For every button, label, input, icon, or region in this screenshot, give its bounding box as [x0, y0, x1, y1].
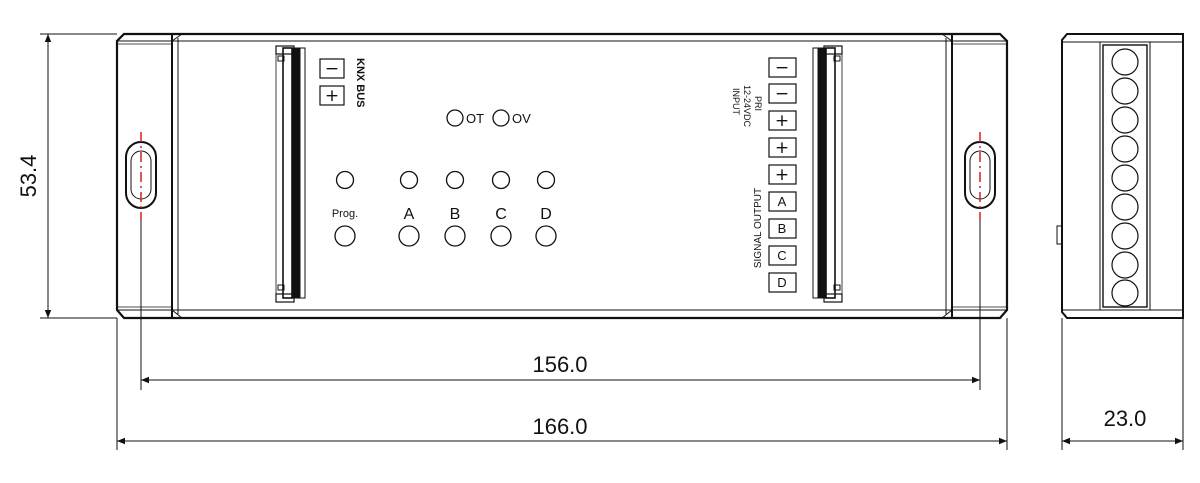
- knx-bus-label: KNX BUS: [354, 58, 366, 108]
- output-terminal-c-label: C: [777, 248, 786, 263]
- led-channel-a: [399, 170, 419, 190]
- input-label: INPUT: [731, 88, 741, 116]
- input-terminal-5-label: +: [775, 165, 789, 185]
- prog-button: [334, 225, 356, 247]
- knx-terminal-plus-label: +: [325, 86, 339, 106]
- inner-length-dimension-value: 156.0: [532, 352, 587, 377]
- channel-b-label: B: [450, 206, 461, 223]
- input-voltage-label: 12-24VDC: [742, 85, 752, 128]
- terminal-cover-left: [275, 45, 306, 303]
- housing-outline: [115, 32, 1009, 320]
- input-terminal-3-label: +: [775, 111, 789, 131]
- output-terminal-b-label: B: [778, 221, 787, 236]
- side-view-outline: [1061, 33, 1184, 319]
- input-terminal-2-label: −: [775, 84, 789, 104]
- button-channel-b: [444, 225, 466, 247]
- height-dimension-value: 53.4: [16, 155, 41, 198]
- ov-label: OV: [512, 111, 531, 126]
- side-view: [1056, 33, 1184, 319]
- led-prog: [335, 170, 355, 190]
- led-channel-c: [491, 170, 511, 190]
- knx-terminal-box-minus: [319, 58, 345, 79]
- input-terminal-1-label: −: [775, 58, 789, 78]
- button-channel-c: [490, 225, 512, 247]
- input-terminal-4-label: +: [775, 138, 789, 158]
- channel-d-label: D: [540, 206, 552, 223]
- channel-c-label: C: [495, 206, 507, 223]
- knx-terminal-minus-label: −: [325, 59, 339, 79]
- input-terminal-box-4: [768, 137, 797, 158]
- side-terminal-screws: [1111, 48, 1139, 307]
- centerlines: [140, 132, 981, 220]
- input-pri-label: PRI: [753, 96, 763, 111]
- terminal-cover-right: [812, 45, 843, 303]
- ot-label: OT: [466, 111, 484, 126]
- output-terminal-box-b: [768, 218, 797, 239]
- output-terminal-box-d: [768, 272, 797, 293]
- channel-a-label: A: [404, 206, 415, 223]
- signal-output-label: SIGNAL OUTPUT: [753, 188, 764, 268]
- overall-length-dimension-value: 166.0: [532, 414, 587, 439]
- input-terminal-box-1: [768, 57, 797, 78]
- dimension-values: 53.4 156.0 166.0 23.0: [16, 155, 1146, 439]
- prog-label: Prog.: [332, 208, 358, 220]
- output-terminal-a-label: A: [778, 194, 787, 209]
- button-channel-d: [535, 225, 557, 247]
- dimension-lines: [40, 33, 1184, 450]
- button-channel-a: [398, 225, 420, 247]
- input-terminal-box-2: [768, 83, 797, 104]
- led-ot-indicator: [446, 109, 464, 127]
- input-terminal-box-5: [768, 164, 797, 185]
- output-terminal-d-label: D: [777, 275, 786, 290]
- input-terminal-box-3: [768, 110, 797, 131]
- led-channel-b: [445, 170, 465, 190]
- front-view-labels: − + KNX BUS OT OV Prog. A B C D INPUT 12…: [325, 58, 789, 290]
- output-terminal-box-c: [768, 245, 797, 266]
- output-terminal-box-a: [768, 191, 797, 212]
- knx-terminal-box-plus: [319, 85, 345, 106]
- front-view: [115, 32, 1009, 320]
- led-channel-d: [536, 170, 556, 190]
- depth-dimension-value: 23.0: [1104, 406, 1147, 431]
- led-ov-indicator: [492, 109, 510, 127]
